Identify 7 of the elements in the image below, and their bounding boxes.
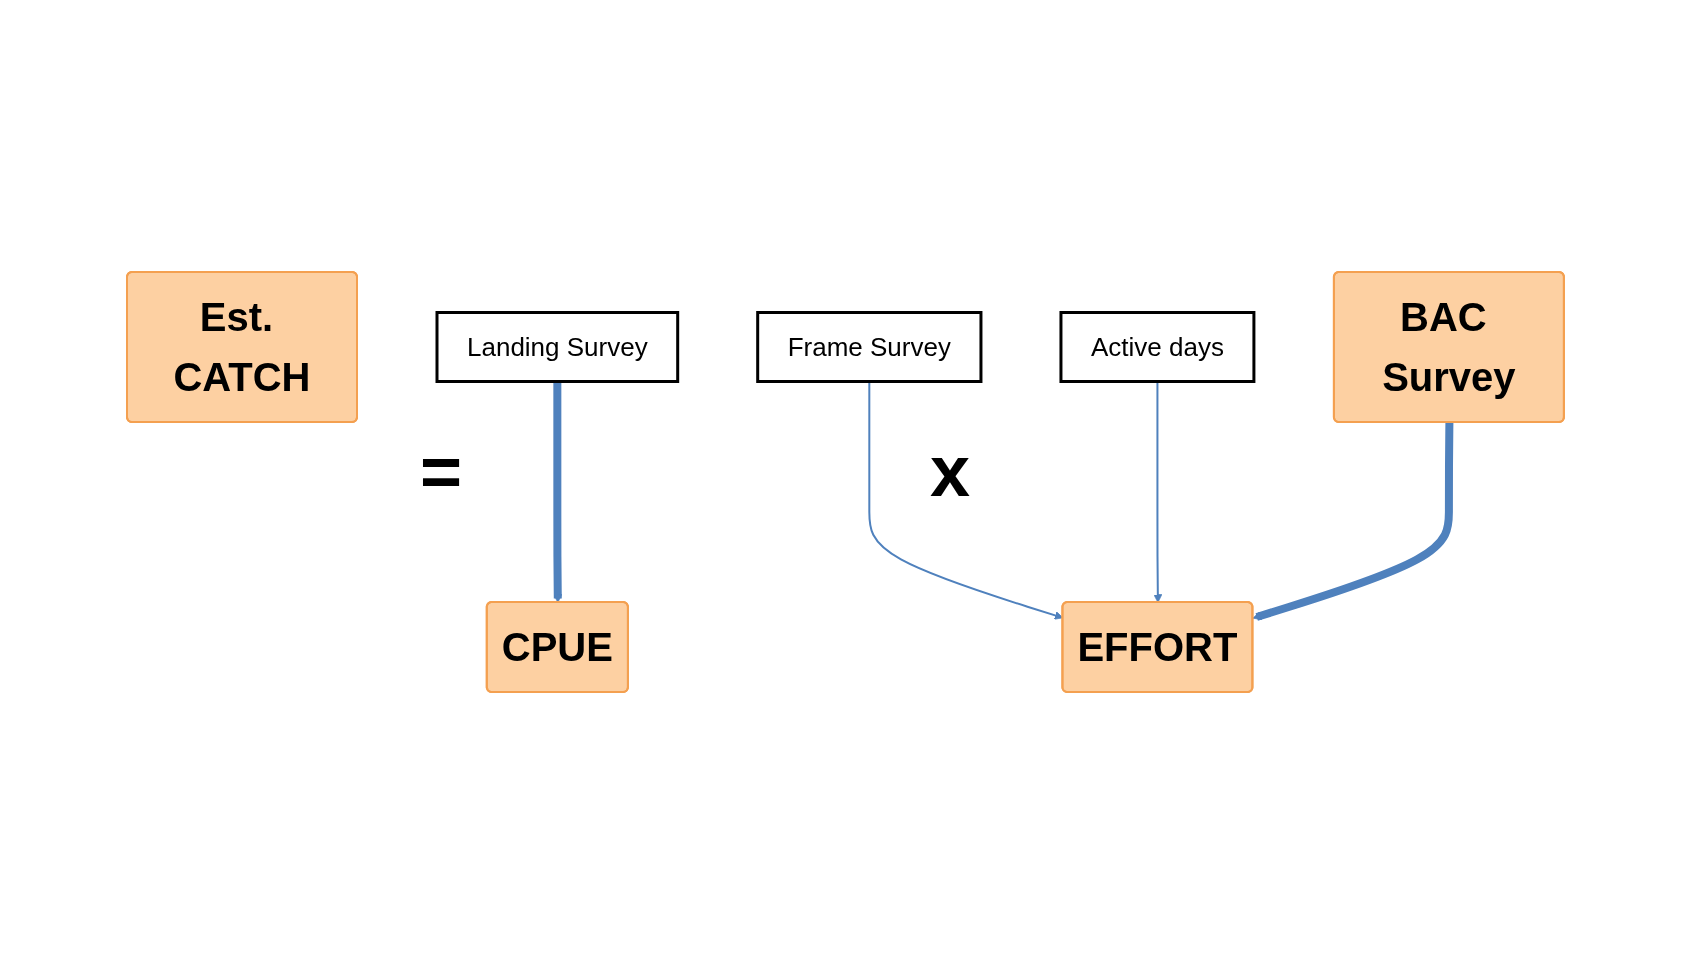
node-box: Active days xyxy=(1059,310,1256,383)
arrow xyxy=(553,381,563,603)
arrow xyxy=(1252,421,1454,621)
operator-sign: = xyxy=(420,430,463,512)
node-box: Frame Survey xyxy=(756,310,983,383)
operator-sign: x xyxy=(930,430,971,512)
node-box: Landing Survey xyxy=(435,310,680,383)
